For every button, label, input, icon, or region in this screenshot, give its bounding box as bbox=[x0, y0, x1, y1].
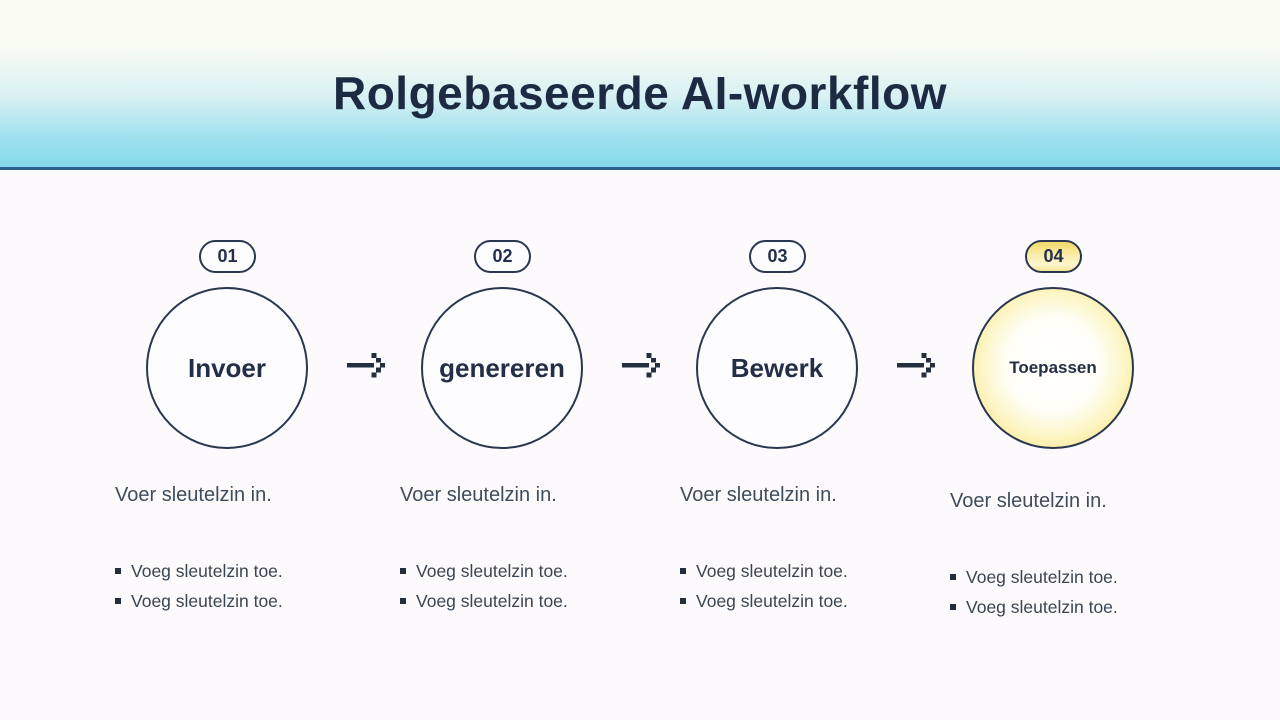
step-3-text-block: Voer sleutelzin in. Voeg sleutelzin toe.… bbox=[680, 482, 940, 616]
step-1-circle: Invoer bbox=[146, 287, 308, 449]
bullet-item: Voeg sleutelzin toe. bbox=[950, 562, 1210, 592]
step-4-label: Toepassen bbox=[1009, 358, 1097, 377]
step-2-number: 02 bbox=[492, 246, 513, 266]
bullet-item: Voeg sleutelzin toe. bbox=[115, 586, 375, 616]
step-4-number-badge: 04 bbox=[1025, 240, 1082, 273]
step-3-label: Bewerk bbox=[730, 352, 824, 383]
step-1-number-badge: 01 bbox=[199, 240, 256, 273]
step-2-text-block: Voer sleutelzin in. Voeg sleutelzin toe.… bbox=[400, 482, 660, 616]
step-1-text-block: Voer sleutelzin in. Voeg sleutelzin toe.… bbox=[115, 482, 375, 616]
step-2-bullet-list: Voeg sleutelzin toe. Voeg sleutelzin toe… bbox=[400, 556, 660, 616]
header-banner: Rolgebaseerde AI-workflow bbox=[0, 0, 1280, 170]
step-3-circle: Bewerk bbox=[696, 287, 858, 449]
step-4-bullet-list: Voeg sleutelzin toe. Voeg sleutelzin toe… bbox=[950, 562, 1210, 622]
flow-arrow-icon bbox=[347, 353, 385, 378]
step-1-description: Voer sleutelzin in. bbox=[115, 484, 272, 506]
bullet-item: Voeg sleutelzin toe. bbox=[950, 592, 1210, 622]
step-3-number: 03 bbox=[767, 246, 788, 266]
step-2-number-badge: 02 bbox=[474, 240, 531, 273]
step-2-label: genereren bbox=[439, 352, 565, 383]
bullet-item: Voeg sleutelzin toe. bbox=[680, 586, 940, 616]
step-3-number-badge: 03 bbox=[749, 240, 806, 273]
bullet-item: Voeg sleutelzin toe. bbox=[400, 556, 660, 586]
flow-arrow-icon bbox=[622, 353, 660, 378]
step-4-description: Voer sleutelzin in. bbox=[950, 490, 1107, 512]
step-2-circle: genereren bbox=[421, 287, 583, 449]
step-1-label: Invoer bbox=[187, 352, 267, 383]
step-4-circle: Toepassen bbox=[972, 287, 1134, 449]
step-2-description: Voer sleutelzin in. bbox=[400, 484, 557, 506]
bullet-item: Voeg sleutelzin toe. bbox=[680, 556, 940, 586]
step-1-bullet-list: Voeg sleutelzin toe. Voeg sleutelzin toe… bbox=[115, 556, 375, 616]
bullet-item: Voeg sleutelzin toe. bbox=[400, 586, 660, 616]
step-3-description: Voer sleutelzin in. bbox=[680, 484, 837, 506]
flow-arrow-icon bbox=[897, 353, 935, 378]
step-1-number: 01 bbox=[217, 246, 238, 266]
page-title: Rolgebaseerde AI-workflow bbox=[332, 66, 948, 119]
step-3-bullet-list: Voeg sleutelzin toe. Voeg sleutelzin toe… bbox=[680, 556, 940, 616]
step-4-text-block: Voer sleutelzin in. Voeg sleutelzin toe.… bbox=[950, 488, 1210, 622]
step-4-number: 04 bbox=[1043, 246, 1064, 266]
bullet-item: Voeg sleutelzin toe. bbox=[115, 556, 375, 586]
